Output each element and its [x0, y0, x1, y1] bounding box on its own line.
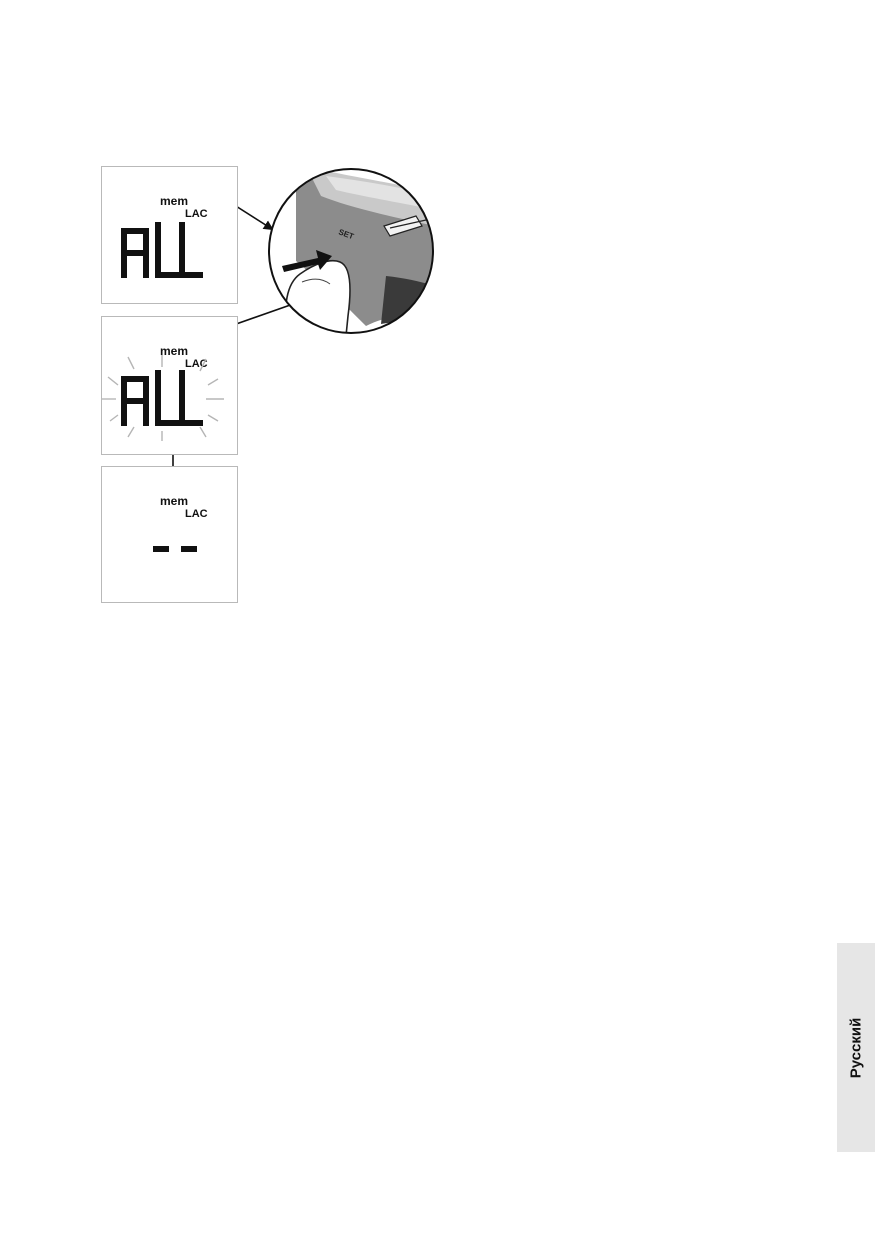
segment-reading-dashes [153, 546, 197, 552]
display-panel-3: mem LAC [101, 466, 238, 603]
hand-pressing-button-icon: SET [268, 168, 434, 334]
mem-indicator: mem [160, 194, 189, 208]
mem-indicator: mem [160, 494, 189, 508]
lac-indicator: LAC [185, 508, 208, 520]
segment-reading-all-flashing [102, 355, 224, 441]
language-tab-label: Русский [847, 1017, 865, 1078]
lac-indicator: LAC [185, 208, 208, 220]
display-panel-1: mem LAC [101, 166, 238, 304]
display-panel-2: mem LAC [101, 316, 238, 455]
flash-rays-icon [102, 355, 224, 441]
segment-reading-all [121, 222, 203, 278]
mem-indicator: mem [160, 344, 189, 358]
language-tab: Русский [837, 943, 875, 1152]
